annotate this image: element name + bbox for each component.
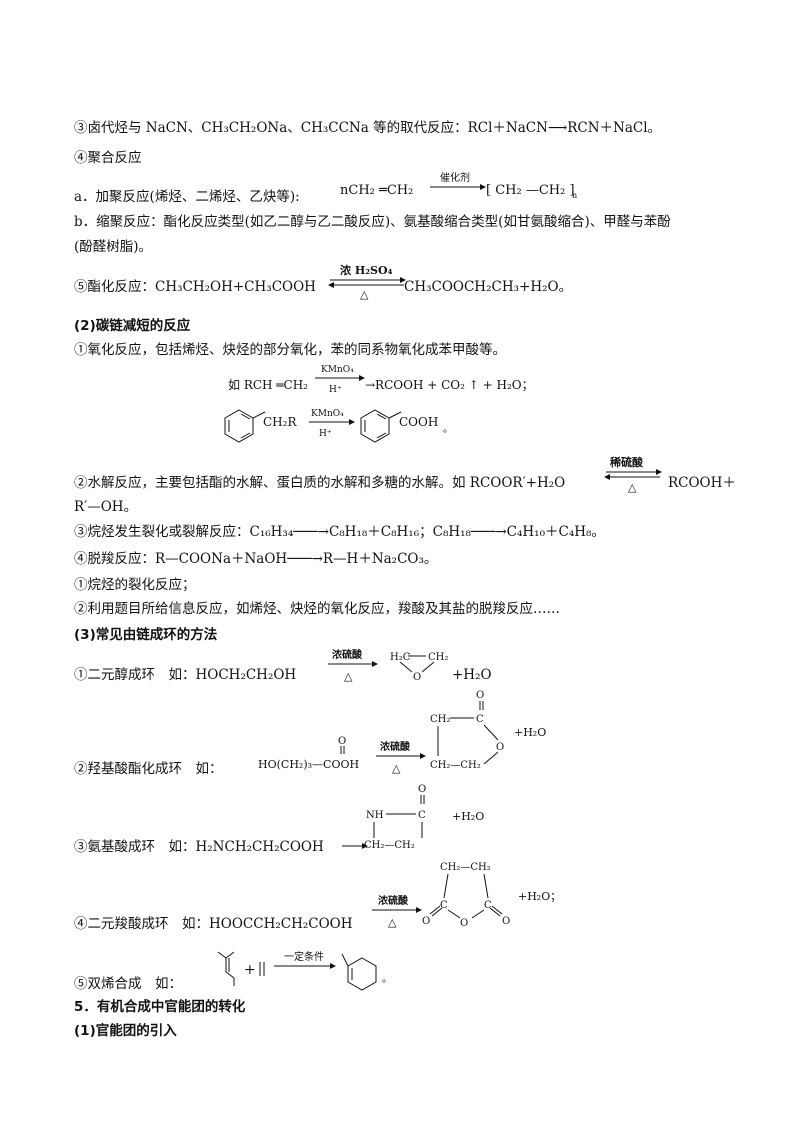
svg-text:+H₂O；: +H₂O； xyxy=(518,890,561,903)
line-polymerization: ④聚合反应 xyxy=(74,150,142,166)
svg-text:C: C xyxy=(418,810,426,821)
svg-text:KMnO₄: KMnO₄ xyxy=(321,365,354,375)
line-decarboxylation: ④脱羧反应：R—COONa＋NaOH───→R—H＋Na₂CO₃。 xyxy=(74,551,438,567)
polymer-left: nCH₂ ═CH₂ xyxy=(340,183,413,198)
svg-text:浓硫酸: 浓硫酸 xyxy=(332,648,363,661)
svg-text:CH₂—CH₂: CH₂—CH₂ xyxy=(440,862,491,873)
line-addition-polymerization: a．加聚反应(烯烃、二烯烃、乙炔等): xyxy=(74,189,300,205)
svg-text:C: C xyxy=(476,714,484,725)
heading-functional-group-conversion: 5．有机合成中官能团的转化 xyxy=(74,999,246,1015)
diol-cyclization-scheme: 浓硫酸 △ H₂C CH₂ O xyxy=(328,648,448,683)
benzene-ring-icon xyxy=(224,409,254,443)
svg-text:+: + xyxy=(244,962,256,978)
hydrolysis-arrow: 稀硫酸 △ xyxy=(604,455,662,494)
line-hydrolysis-cont: R′—OH。 xyxy=(74,499,138,515)
line-condensation: b．缩聚反应：酯化反应类型(如乙二醇与乙二酸反应)、氨基酸缩合类型(如甘氨酸缩合… xyxy=(74,214,671,230)
svg-text:△: △ xyxy=(360,288,369,301)
diene-icon xyxy=(217,951,235,986)
line-hydroxyacid-cyclization: ②羟基酸酯化成环 如： xyxy=(74,761,223,777)
svg-text:浓 H₂SO₄: 浓 H₂SO₄ xyxy=(340,263,393,277)
heading-functional-group-introduction: (1)官能团的引入 xyxy=(74,1023,177,1039)
svg-text:O: O xyxy=(338,736,346,747)
svg-text:△: △ xyxy=(344,670,353,683)
line-diels-alder: ⑤双烯合成 如： xyxy=(74,976,182,992)
svg-text:HO(CH₂)₃—COOH: HO(CH₂)₃—COOH xyxy=(258,758,359,771)
line-esterification-product: CH₃COOCH₂CH₃+H₂O。 xyxy=(404,279,573,295)
diacid-cyclization-scheme: 浓硫酸 △ CH₂—CH₂ C C O O O +H₂O； xyxy=(372,862,561,929)
svg-text:+H₂O: +H₂O xyxy=(514,726,546,739)
aminoacid-cyclization-scheme: O NH C CH₂—CH₂ +H₂O xyxy=(342,784,484,851)
svg-text:CH₂—CH₂: CH₂—CH₂ xyxy=(364,840,415,851)
polymer-product: [ CH₂ —CH₂ ] xyxy=(486,183,575,198)
line-diol-water: +H₂O xyxy=(452,667,492,683)
svg-text:O: O xyxy=(496,742,504,753)
ethylene-icon xyxy=(259,962,265,976)
cyclohexene-icon xyxy=(341,953,377,991)
line-diacid-cyclization: ④二元羧酸成环 如：HOOCCH₂CH₂COOH xyxy=(74,916,353,932)
svg-text:。: 。 xyxy=(382,974,392,985)
heading-ring-formation: (3)常见由链成环的方法 xyxy=(74,627,218,643)
line-hydrolysis: ②水解反应，主要包括酯的水解、蛋白质的水解和多糖的水解。如 RCOOR′+H₂O xyxy=(74,475,566,491)
svg-text:H₂C: H₂C xyxy=(390,652,411,663)
hydroxyacid-cyclization-scheme: O HO(CH₂)₃—COOH 浓硫酸 △ O CH₂ C O CH₂—CH₂ … xyxy=(258,690,546,775)
svg-text:O: O xyxy=(476,690,484,701)
svg-text:CH₂—CH₂: CH₂—CH₂ xyxy=(430,760,481,771)
svg-text:O: O xyxy=(460,918,468,929)
line-alkene-oxidation-products: →RCOOH + CO₂ ↑ + H₂O； xyxy=(365,378,534,392)
svg-text:△: △ xyxy=(628,481,637,494)
heading-chain-shortening: (2)碳链减短的反应 xyxy=(74,318,191,334)
line-oxidation: ①氧化反应，包括烯烃、炔烃的部分氧化，苯的同系物氧化成苯甲酸等。 xyxy=(74,342,506,358)
svg-text:△: △ xyxy=(392,762,401,775)
kmno4-arrow-1: KMnO₄ H⁺ xyxy=(315,365,365,395)
line-alkane-cracking: ①烷烃的裂化反应； xyxy=(74,577,196,593)
line-diol-cyclization: ①二元醇成环 如：HOCH₂CH₂OH xyxy=(74,667,297,683)
svg-text:COOH: COOH xyxy=(399,415,438,429)
line-cracking: ③烷烃发生裂化或裂解反应：C₁₆H₃₄───→C₈H₁₈＋C₈H₁₆；C₈H₁₈… xyxy=(74,524,605,540)
svg-text:O: O xyxy=(413,672,421,683)
toluene-oxidation-scheme: CH₂R KMnO₄ H⁺ COOH 。 xyxy=(224,409,453,443)
svg-text:一定条件: 一定条件 xyxy=(284,950,324,963)
svg-text:浓硫酸: 浓硫酸 xyxy=(380,740,411,753)
svg-text:CH₂: CH₂ xyxy=(430,714,450,725)
svg-text:C: C xyxy=(484,900,492,911)
svg-text:CH₂R: CH₂R xyxy=(263,415,297,429)
diels-alder-scheme: + 一定条件 。 xyxy=(217,950,392,991)
svg-text:H⁺: H⁺ xyxy=(319,429,332,439)
polymer-equation: nCH₂ ═CH₂ 催化剂 [ CH₂ —CH₂ ] n xyxy=(340,171,577,200)
line-aminoacid-cyclization: ③氨基酸成环 如：H₂NCH₂CH₂COOH xyxy=(74,839,324,855)
svg-text:CH₂: CH₂ xyxy=(428,652,448,663)
svg-text:。: 。 xyxy=(443,424,453,435)
svg-text:NH: NH xyxy=(366,810,384,821)
line-alkene-oxidation: 如 RCH ═CH₂ xyxy=(228,378,308,392)
svg-text:KMnO₄: KMnO₄ xyxy=(311,409,344,419)
svg-text:C: C xyxy=(440,900,448,911)
catalyst-label: 催化剂 xyxy=(440,171,470,184)
svg-text:△: △ xyxy=(388,916,397,929)
svg-text:浓硫酸: 浓硫酸 xyxy=(378,894,409,907)
line-halide-substitution: ③卤代烃与 NaCN、CH₃CH₂ONa、CH₃CCNa 等的取代反应：RCl＋… xyxy=(74,120,662,136)
svg-text:O: O xyxy=(502,916,510,927)
polymer-n: n xyxy=(572,191,577,200)
line-given-info-reactions: ②利用题目所给信息反应，如烯烃、炔烃的氧化反应，羧酸及其盐的脱羧反应…… xyxy=(74,601,560,617)
esterification-arrow: 浓 H₂SO₄ △ xyxy=(328,263,406,301)
line-hydrolysis-products: RCOOH＋ xyxy=(668,475,736,491)
svg-text:O: O xyxy=(422,916,430,927)
line-phenolic-resin: (酚醛树脂)。 xyxy=(74,239,153,255)
svg-text:H⁺: H⁺ xyxy=(329,385,342,395)
benzene-ring-icon xyxy=(360,409,390,443)
line-esterification: ⑤酯化反应：CH₃CH₂OH+CH₃COOH xyxy=(74,279,316,295)
svg-text:+H₂O: +H₂O xyxy=(452,810,484,823)
svg-text:稀硫酸: 稀硫酸 xyxy=(610,455,644,469)
svg-text:O: O xyxy=(418,784,426,795)
